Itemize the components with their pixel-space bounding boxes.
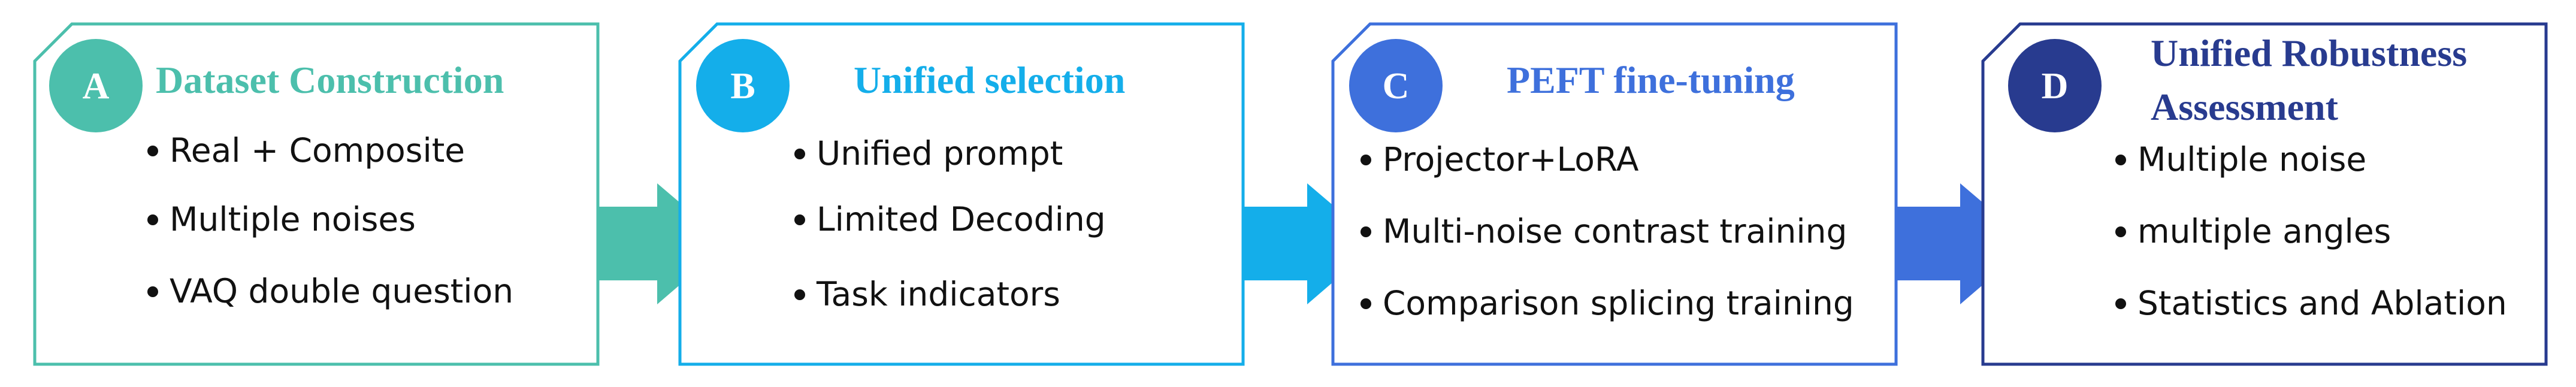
bullet-dot — [794, 214, 805, 225]
stage-bullet: Multiple noises — [170, 200, 416, 238]
stage-badge — [696, 39, 790, 132]
stage-title: Assessment — [2151, 86, 2339, 128]
stage-bullet: Multi-noise contrast training — [1383, 212, 1847, 250]
stage-bullet: Unified prompt — [817, 134, 1063, 173]
stage-bullet: multiple angles — [2137, 212, 2391, 250]
stage-badge — [1349, 39, 1443, 132]
flow-arrow-3 — [1896, 183, 2031, 304]
bullet-dot — [794, 149, 805, 159]
stage-letter: B — [730, 66, 755, 107]
bullet-dot — [147, 146, 158, 156]
stage-bullet: VAQ double question — [170, 272, 513, 310]
stage-title: Unified selection — [854, 59, 1125, 101]
stage-badge — [49, 39, 143, 132]
stage-card — [678, 22, 1245, 366]
stage-title: PEFT fine-tuning — [1507, 59, 1795, 101]
stage-bullet: Comparison splicing training — [1383, 284, 1854, 322]
stage-bullet: Multiple noise — [2137, 140, 2366, 179]
stage-bullet: Real + Composite — [170, 131, 465, 170]
stage-card — [33, 22, 600, 366]
stage-card — [1981, 22, 2548, 366]
stage-bullet: Task indicators — [816, 275, 1060, 313]
bullet-dot — [2115, 155, 2126, 165]
bullet-dot — [2115, 298, 2126, 309]
stage-card — [1331, 22, 1898, 366]
bullet-dot — [794, 289, 805, 300]
flow-arrow-1 — [598, 183, 728, 304]
bullet-dot — [1360, 298, 1371, 309]
flow-arrow-2 — [1243, 183, 1378, 304]
stage-letter: C — [1383, 66, 1410, 107]
stage-title: Unified Robustness — [2151, 32, 2467, 74]
stage-bullet: Limited Decoding — [817, 200, 1106, 238]
bullet-dot — [2115, 226, 2126, 237]
arrows-layer — [598, 183, 2031, 304]
bullet-dot — [147, 286, 158, 297]
stage-letter: D — [2042, 66, 2069, 107]
stage-bullet: Statistics and Ablation — [2137, 284, 2507, 322]
stage-bullet: Projector+LoRA — [1383, 140, 1639, 179]
stage-badge — [2008, 39, 2102, 132]
stage-title: Dataset Construction — [156, 59, 504, 101]
bullet-dot — [1360, 155, 1371, 165]
bullet-dot — [147, 214, 158, 225]
stage-letter: A — [83, 66, 110, 107]
bullet-dot — [1360, 226, 1371, 237]
